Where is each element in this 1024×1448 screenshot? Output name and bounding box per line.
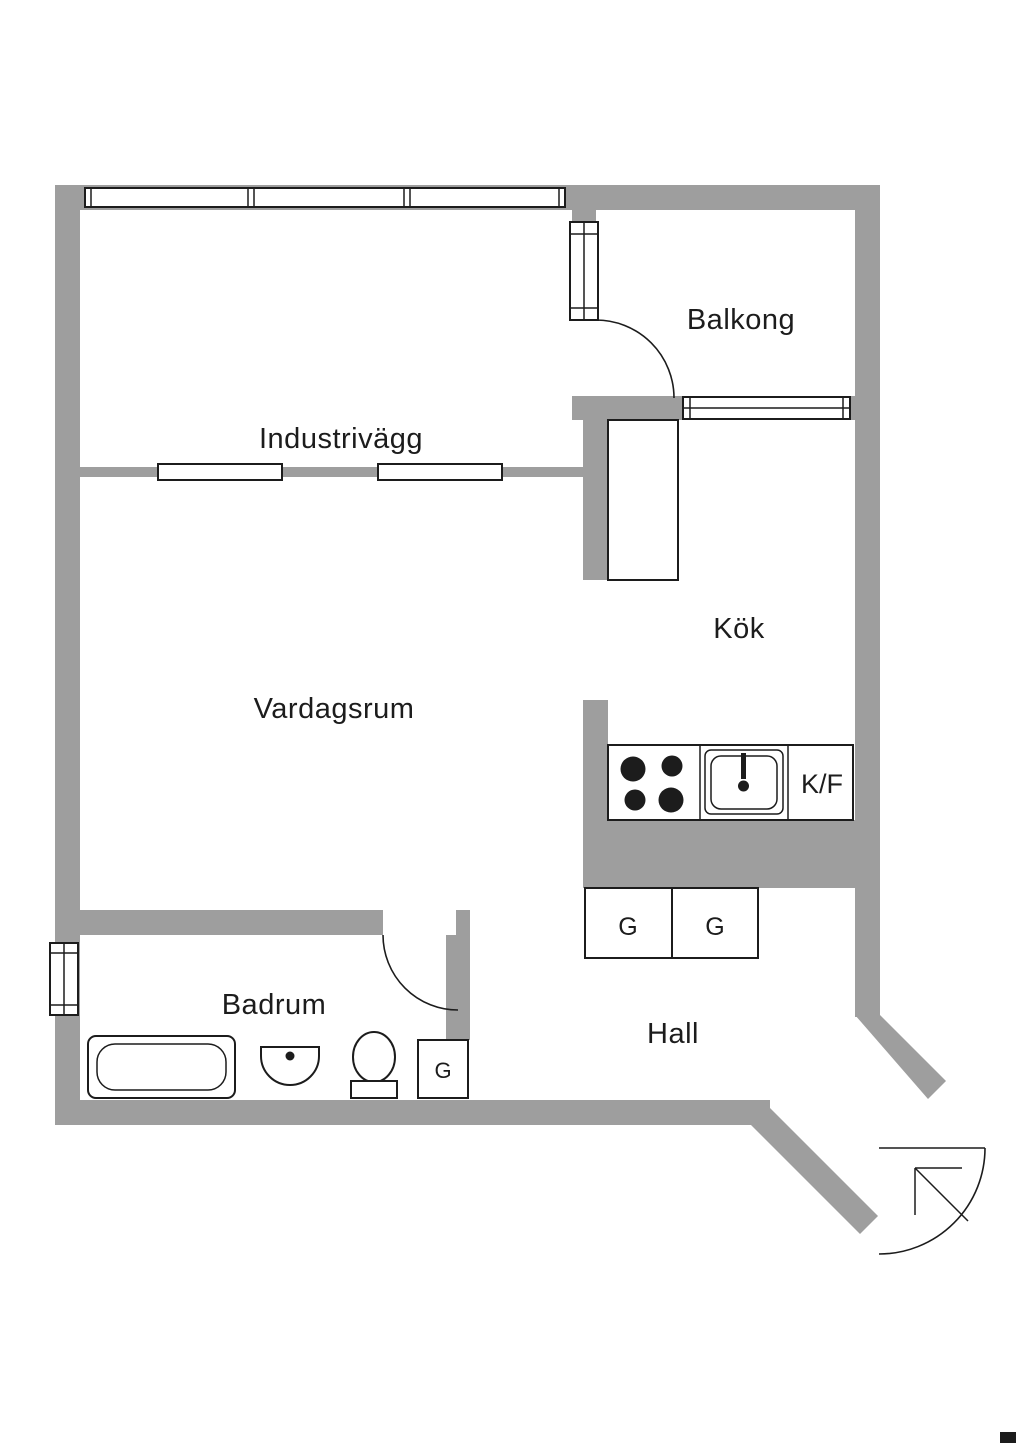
entrance-arrow-icon — [914, 1167, 969, 1222]
toilet-icon — [350, 1031, 398, 1099]
bathtub-icon — [87, 1035, 236, 1099]
labels: Balkong Industrivägg Kök Vardagsrum Badr… — [222, 304, 843, 1083]
room-label-badrum: Badrum — [222, 989, 327, 1021]
entry-angled-wall-lower — [744, 1100, 878, 1234]
stove-icon — [620, 755, 684, 813]
kitchen-sink-icon — [704, 749, 784, 815]
kitchen-window — [682, 396, 851, 420]
industrial-wall-band — [80, 467, 585, 477]
kitchen-peninsula-wall — [583, 700, 608, 822]
wardrobe-box-2 — [671, 887, 759, 959]
room-label-kok: Kök — [713, 613, 764, 645]
bathroom-window — [49, 942, 79, 1016]
label-fridge-freezer: K/F — [801, 769, 843, 799]
kitchen-fixtures — [584, 419, 854, 959]
entry-door-arc — [878, 1147, 986, 1255]
kitchen-hall-wall — [583, 820, 880, 888]
kitchen-shaft-wall — [583, 420, 608, 580]
label-wardrobe-hall: G — [434, 1058, 451, 1083]
wardrobe-box-1 — [584, 887, 673, 959]
industrial-wall-panes — [157, 463, 503, 481]
kitchen-counter — [607, 744, 854, 821]
balcony-divider-stub — [572, 210, 596, 224]
logo-mark — [1000, 1432, 1016, 1443]
bathroom-top-wall — [55, 910, 383, 935]
room-label-vardagsrum: Vardagsrum — [254, 693, 415, 725]
entry-angled-wall-upper — [855, 1015, 946, 1099]
label-wardrobe-2: G — [705, 913, 724, 941]
label-wardrobe-1: G — [618, 913, 637, 941]
bathroom-top-wall-stub — [456, 910, 470, 935]
bottom-wall — [55, 1100, 770, 1125]
doors — [382, 319, 986, 1255]
living-room-top-window — [84, 187, 566, 208]
wardrobe-box-3 — [417, 1039, 469, 1099]
bathroom-door-arc — [382, 934, 459, 1011]
balcony-door-arc — [595, 319, 675, 399]
kitchen-shaft-box — [607, 419, 679, 581]
room-label-balkong: Balkong — [687, 304, 795, 336]
room-label-hall: Hall — [647, 1018, 699, 1050]
bathroom-sink-icon — [260, 1046, 320, 1086]
balcony-side-window — [569, 221, 599, 321]
windows — [49, 187, 851, 1016]
bathroom-fixtures — [87, 1031, 469, 1099]
right-wall — [855, 210, 880, 1017]
bathroom-right-wall — [446, 935, 470, 1040]
room-label-industrivagg: Industrivägg — [259, 423, 423, 455]
